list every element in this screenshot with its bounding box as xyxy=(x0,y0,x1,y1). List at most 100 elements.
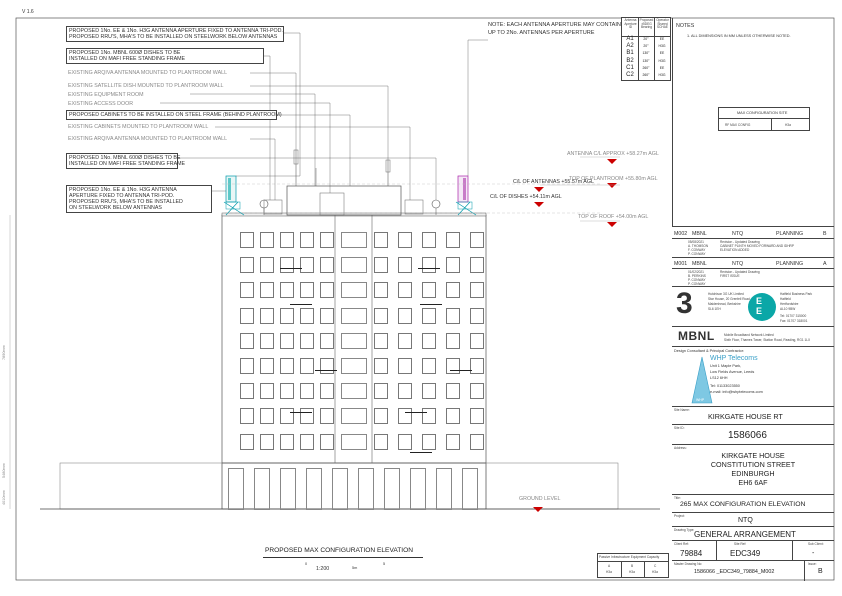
window xyxy=(398,332,412,349)
capacity-val-a: H3a xyxy=(606,570,612,574)
notes-item-1: 1. ALL DIMENSIONS IN MM UNLESS OTHERWISE… xyxy=(687,34,791,38)
site-id: 1586066 xyxy=(728,430,767,441)
project-block: Project: NTQ xyxy=(672,512,834,527)
annotation-existing-arqiva: EXISTING ARQIVA ANTENNA MOUNTED TO PLANT… xyxy=(68,70,228,76)
scale-mark-0: 0 xyxy=(305,562,308,566)
sub-value: - xyxy=(812,550,815,557)
address-line1: KIRKGATE HOUSE xyxy=(721,451,785,460)
notes-panel: NOTES 1. ALL DIMENSIONS IN MM UNLESS OTH… xyxy=(672,18,835,226)
balcony-line xyxy=(315,370,337,371)
window xyxy=(280,358,294,374)
ee-addr4: AL10 9BW xyxy=(780,307,796,311)
sub-label: Sub Client: xyxy=(808,542,824,546)
consultant-addr2: Low Fields Avenue, Leeds xyxy=(710,370,755,374)
ee-fax: Fax: 01707 318001 xyxy=(780,319,808,323)
max-config-value: H3a xyxy=(785,123,791,127)
annotation-proposed-antennas-2: PROPOSED 1No. EE & 1No. H3G ANTENNA APER… xyxy=(66,185,212,213)
ee-tel: Tel: 01707 315000 xyxy=(780,314,807,318)
aperture-header-id: Antenna Aperture ID xyxy=(624,18,637,30)
consultant-label: Design Consultant & Principal Contractor… xyxy=(674,349,745,353)
scale-mark-5m: 5m xyxy=(352,566,358,570)
rev2-code: NTQ xyxy=(732,261,744,267)
window xyxy=(300,307,314,324)
three-addr4: SL6 1EH xyxy=(708,307,721,311)
rev2-date: 01/02/2021 xyxy=(688,270,704,274)
window xyxy=(240,257,254,274)
whp-badge: WHP xyxy=(696,398,705,402)
balcony-line xyxy=(290,412,312,413)
window xyxy=(260,307,274,324)
three-addr1: Hutchison 3G UK Limited xyxy=(708,292,744,296)
notes-title: NOTES xyxy=(676,23,695,29)
window xyxy=(320,232,334,248)
side-dim-2: 5480mm xyxy=(2,463,6,478)
window xyxy=(260,408,274,425)
aperture-cell: B2 xyxy=(626,57,634,64)
balcony-line xyxy=(410,452,432,453)
window xyxy=(280,307,294,324)
window xyxy=(280,257,294,274)
window xyxy=(320,433,334,450)
rev2-checked: P. CONWAY xyxy=(688,278,706,282)
window xyxy=(320,332,334,349)
consultant-tel: Tel: 01133023550 xyxy=(710,384,740,388)
consultant-addr1: Unit 1 Maple Park, xyxy=(710,364,742,368)
window xyxy=(422,408,436,425)
site-name: KIRKGATE HOUSE RT xyxy=(708,412,783,421)
window xyxy=(374,282,388,299)
address-block: Address: KIRKGATE HOUSE CONSTITUTION STR… xyxy=(672,444,834,495)
aperture-cell: 130° xyxy=(642,58,650,63)
window xyxy=(470,257,484,274)
aperture-cell: C2 xyxy=(626,72,634,78)
drawing-number-block: Master Drawing No: 1586066 _EDC349_79884… xyxy=(672,560,834,581)
window xyxy=(422,257,436,274)
aperture-cell: 130° xyxy=(642,51,650,56)
ground-window xyxy=(306,468,322,510)
ground-window xyxy=(384,468,400,510)
ground-window xyxy=(254,468,270,510)
window xyxy=(374,433,388,450)
rev-desc1: Revision - Updated Drawing xyxy=(720,240,760,244)
balcony-line xyxy=(420,304,442,305)
site-ref-label: Site Ref: xyxy=(734,542,747,546)
aperture-cell: H3G xyxy=(658,58,666,63)
window xyxy=(446,408,460,425)
level-marker-plantroom xyxy=(607,183,617,188)
window xyxy=(398,433,412,450)
balcony-line xyxy=(280,268,302,269)
stair-window xyxy=(341,433,367,450)
site-name-label: Site Name: xyxy=(674,408,690,412)
max-config-box: MAX CONFIGURATION SITE RF MAX CONFIG H3a xyxy=(718,107,810,131)
window xyxy=(240,408,254,425)
level-marker-cl-dishes xyxy=(534,202,544,207)
window xyxy=(280,383,294,400)
window xyxy=(398,383,412,400)
rev-desc2: CABINET PLINTH MOVED FORWARD AND IDHRP xyxy=(720,244,794,248)
window xyxy=(300,257,314,274)
aperture-cell: H3G xyxy=(658,44,666,49)
annotation-existing-satellite: EXISTING SATELLITE DISH MOUNTED TO PLANT… xyxy=(68,83,224,89)
site-id-block: Site ID: 1586066 xyxy=(672,424,834,445)
window xyxy=(300,358,314,374)
site-name-block: Site Name: KIRKGATE HOUSE RT xyxy=(672,406,834,425)
drawing-title: 265 MAX CONFIGURATION ELEVATION xyxy=(680,501,806,508)
window xyxy=(422,433,436,450)
capacity-title: Passive Infrastructure Equipment Capacit… xyxy=(599,555,660,559)
max-config-label: RF MAX CONFIG xyxy=(725,123,751,127)
window xyxy=(446,383,460,400)
level-marker-antenna xyxy=(607,159,617,164)
window xyxy=(398,232,412,248)
three-addr2: Star House, 20 Grenfell Road xyxy=(708,297,750,301)
drawing-caption: PROPOSED MAX CONFIGURATION ELEVATION xyxy=(265,547,414,554)
note-line2: UP TO 2No. ANTENNAS PER APERTURE xyxy=(488,30,595,36)
window xyxy=(398,257,412,274)
stair-window xyxy=(341,358,367,374)
annotation-proposed-dishes-2: PROPOSED 1No. MBNL 600Ø DISHES TO BE INS… xyxy=(66,153,185,169)
rev-client: MBNL xyxy=(692,231,707,237)
title-label: Title: xyxy=(674,496,681,500)
annotation-proposed-antennas: PROPOSED 1No. EE & 1No. H3G ANTENNA APER… xyxy=(66,26,284,42)
rev-desc3: ELEVATION ADDED xyxy=(720,248,750,252)
aperture-cell: C1 xyxy=(626,64,634,71)
left-antenna-tripod xyxy=(223,175,269,216)
